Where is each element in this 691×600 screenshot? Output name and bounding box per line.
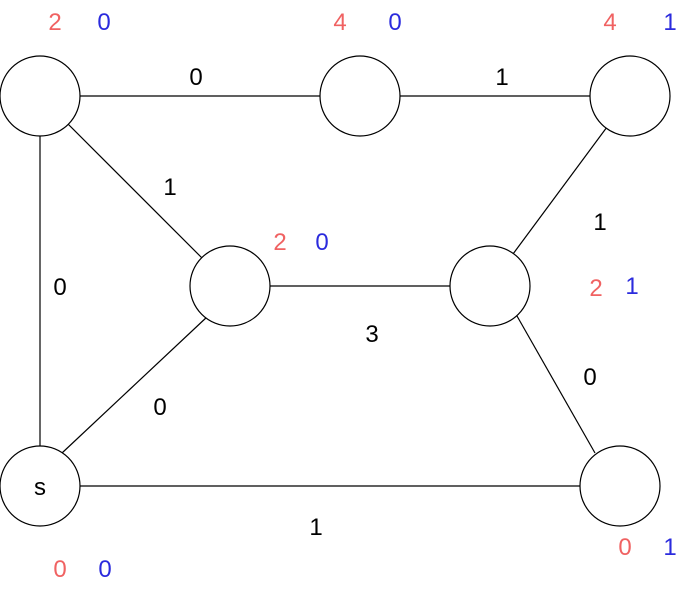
node-n2	[319, 55, 401, 137]
node-n2-blue-value: 0	[388, 9, 401, 36]
node-n1-red-value: 2	[48, 9, 61, 36]
edge-n4-s	[61, 315, 209, 454]
node-s-blue-value: 0	[98, 556, 111, 583]
node-n1	[0, 55, 81, 137]
node-s	[0, 445, 81, 527]
node-n3	[589, 55, 671, 137]
edge-weight-n3-n5: 1	[593, 209, 606, 236]
node-n4	[189, 245, 271, 327]
node-s-red-value: 0	[53, 556, 66, 583]
node-n7-red-value: 0	[618, 534, 631, 561]
edge-n1-n4	[67, 123, 203, 259]
edge-weight-n1-n2: 0	[189, 64, 202, 91]
edge-weight-n5-n7: 0	[583, 364, 596, 391]
node-n3-red-value: 4	[603, 9, 616, 36]
node-n5	[449, 245, 531, 327]
edge-weight-n4-n5: 3	[365, 321, 378, 348]
node-n4-red-value: 2	[273, 229, 286, 256]
edge-weight-n1-s: 0	[53, 274, 66, 301]
edge-weight-s-n7: 1	[309, 514, 322, 541]
node-n7-blue-value: 1	[663, 534, 676, 561]
node-n3-blue-value: 1	[663, 9, 676, 36]
node-n1-blue-value: 0	[97, 9, 110, 36]
node-n2-red-value: 4	[333, 9, 346, 36]
node-s-label: s	[34, 474, 46, 501]
edge-weight-n1-n4: 1	[163, 174, 176, 201]
edge-weight-n4-s: 0	[153, 394, 166, 421]
node-n4-blue-value: 0	[315, 229, 328, 256]
edge-n3-n5	[512, 126, 608, 255]
node-n7	[579, 445, 661, 527]
node-n5-red-value: 2	[589, 275, 602, 302]
node-n5-blue-value: 1	[625, 273, 638, 300]
edge-n5-n7	[516, 315, 596, 454]
edge-weight-n2-n3: 1	[495, 64, 508, 91]
